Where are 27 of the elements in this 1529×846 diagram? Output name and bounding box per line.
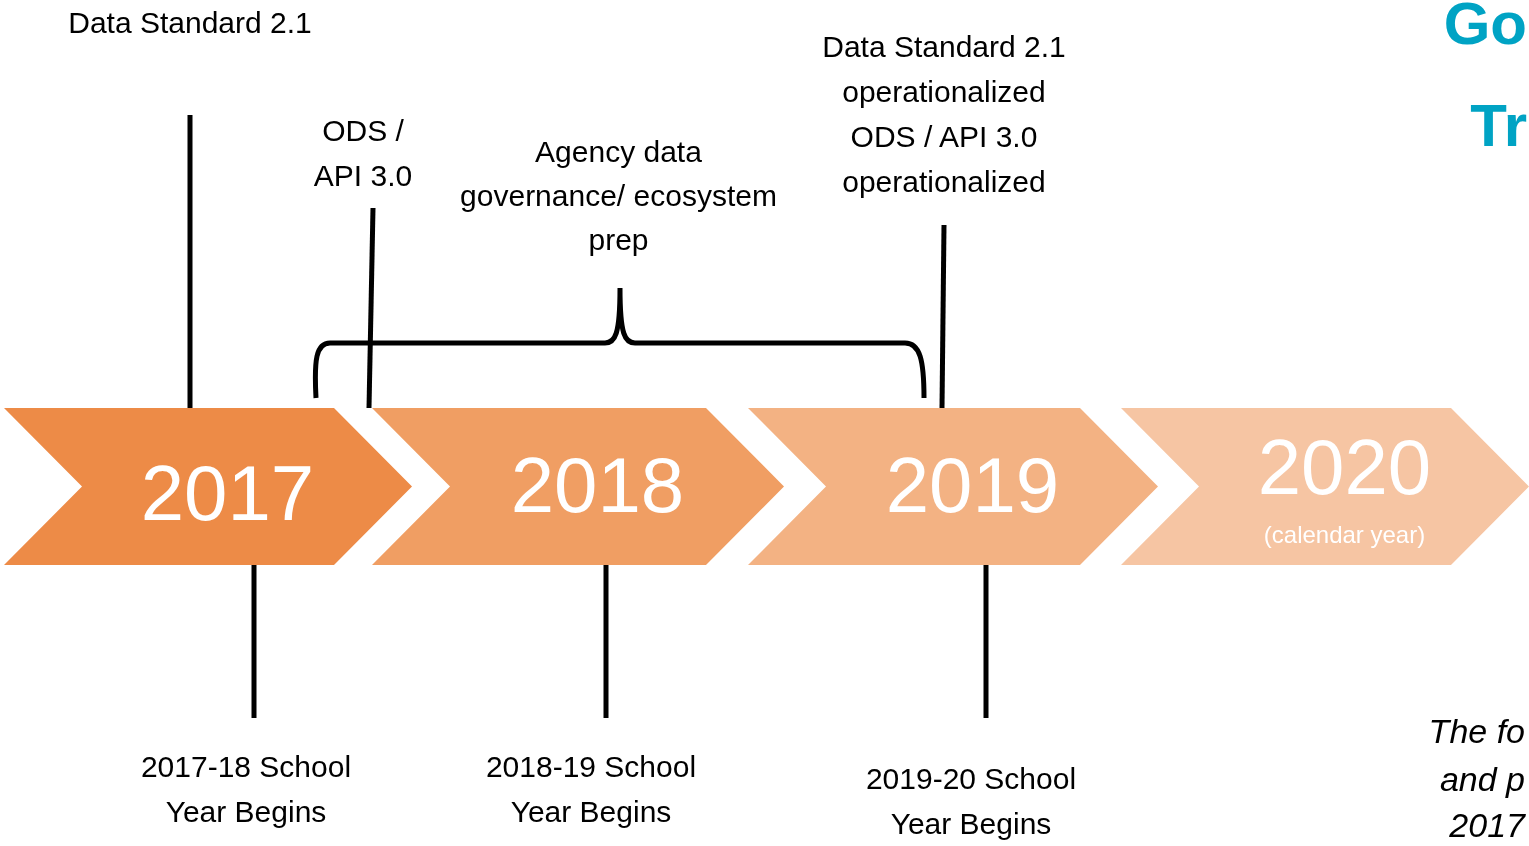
milestone-text: ODS / API 3.0 <box>312 113 414 194</box>
timeline-year-segment <box>1121 408 1529 565</box>
title-text: Tr <box>1470 91 1527 161</box>
bracket-label: Agency data governance/ ecosystem prep <box>459 134 778 258</box>
timeline-year-segment <box>748 408 1158 565</box>
milestone-text: Data Standard 2.1 operationalized ODS / API 3.0 operationalized <box>821 29 1067 200</box>
body-text: The fo <box>1428 711 1525 752</box>
leader-line <box>187 115 193 408</box>
milestone-text: 2017-18 School Year Begins <box>139 749 353 830</box>
year-label: 2020 <box>1256 422 1433 512</box>
milestone-text: 2018-19 School Year Begins <box>484 749 698 830</box>
leader-line <box>251 565 257 718</box>
milestone-text: 2019-20 School Year Begins <box>864 761 1078 842</box>
leader-line <box>983 565 989 718</box>
year-label: 2019 <box>884 440 1061 530</box>
year-label: 2017 <box>139 448 316 538</box>
body-text: 2017 <box>1449 805 1525 846</box>
year-note: (calendar year) <box>1262 520 1427 550</box>
leader-line <box>603 565 609 718</box>
leader-line <box>366 207 376 409</box>
timeline-year-segment <box>372 408 784 565</box>
body-text: and p <box>1439 759 1525 800</box>
year-label: 2018 <box>509 440 686 530</box>
title-text: Go <box>1443 0 1527 59</box>
timeline-year-segment <box>4 408 412 565</box>
leader-line <box>939 224 947 409</box>
milestone-text: Data Standard 2.1 <box>67 5 313 41</box>
